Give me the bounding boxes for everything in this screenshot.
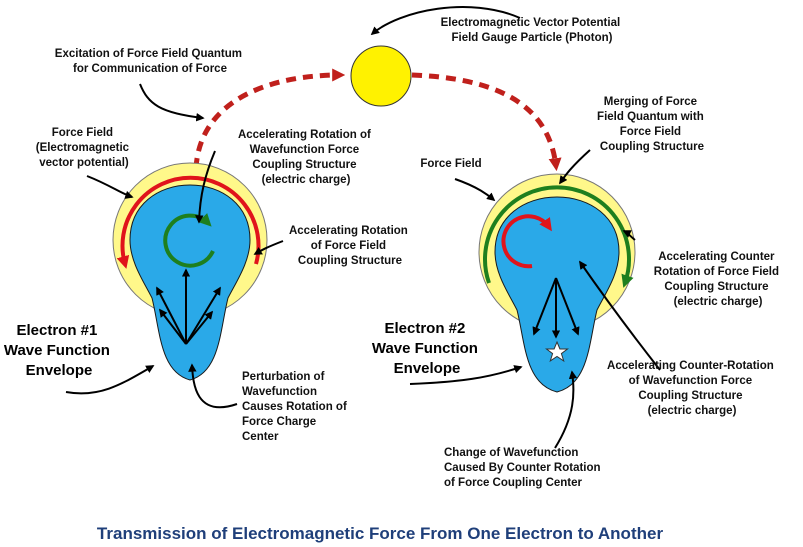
charge-rotation-arc-1 [163, 213, 215, 268]
diagram-title: Transmission of Electromagnetic Force Fr… [97, 524, 664, 543]
charge-arrow [555, 277, 580, 336]
perturbation-arrow [185, 310, 214, 345]
wave-envelope-1 [129, 184, 251, 381]
emission-path [193, 68, 346, 169]
callout-arrows [65, 6, 661, 449]
change-wavefunction-label: Change of Wavefunction Caused By Counter… [444, 447, 604, 489]
perturbation-arrow [156, 286, 187, 345]
electron-2-label: Electron #2 Wave Function Envelope [372, 320, 482, 377]
perturbation-arrow [185, 286, 221, 345]
force-field-left-label: Force Field (Electromagnetic vector pote… [36, 127, 133, 169]
absorption-path [411, 72, 562, 172]
field-rotation-arc-1 [116, 175, 261, 269]
perturbation-label: Perturbation of Wavefunction Causes Rota… [242, 371, 350, 443]
force-field-right-label: Force Field [420, 158, 481, 170]
electron-1-label: Electron #1 Wave Function Envelope [4, 322, 114, 379]
merging-label: Merging of Force Field Quantum with Forc… [597, 96, 707, 153]
perturbation-arrow [158, 308, 187, 345]
electron-2 [478, 173, 636, 393]
accel-counter-wavefunction-label: Accelerating Counter-Rotation of Wavefun… [607, 360, 777, 417]
electron-1 [112, 162, 268, 381]
excitation-label: Excitation of Force Field Quantum for Co… [55, 48, 245, 75]
photon-label: Electromagnetic Vector Potential Field G… [441, 17, 624, 44]
accel-field-left-label: Accelerating Rotation of Force Field Cou… [289, 225, 411, 267]
accel-wavefunction-left-label: Accelerating Rotation of Wavefunction Fo… [238, 129, 374, 186]
charge-counter-rotation-arc [501, 214, 552, 269]
field-counter-rotation-arc [483, 185, 634, 288]
accel-counter-label: Accelerating Counter Rotation of Force F… [654, 251, 782, 308]
charge-arrow [532, 277, 557, 336]
photon-particle [350, 45, 412, 107]
star-icon [545, 340, 569, 363]
